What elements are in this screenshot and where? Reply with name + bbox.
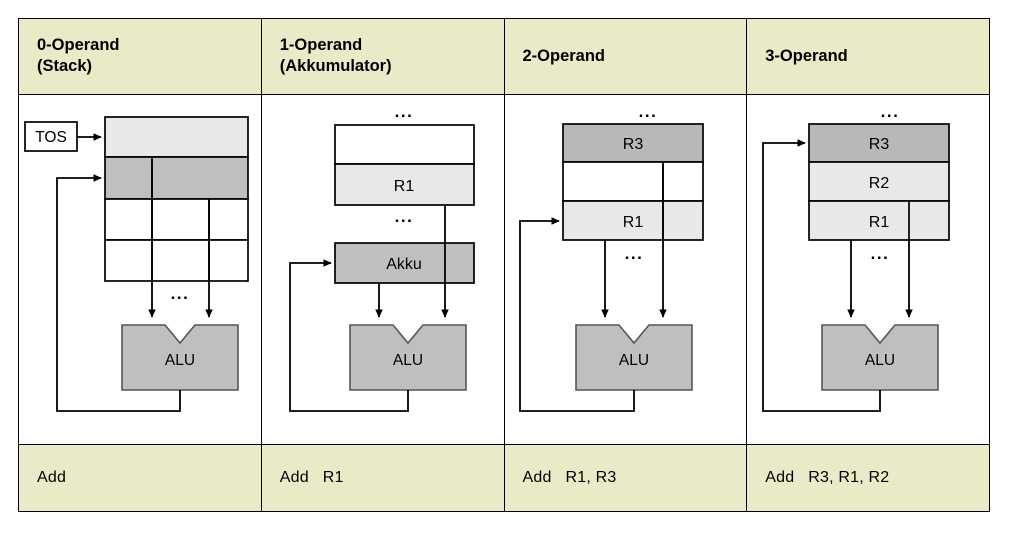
header-cell-zero-operand: 0-Operand (Stack) — [18, 18, 262, 95]
alu-shape — [348, 323, 467, 391]
register-label-r3: R3 — [622, 136, 643, 153]
register-label-r1: R1 — [869, 214, 890, 231]
header-cell-one-operand: 1-Operand (Akkumulator) — [260, 18, 505, 95]
register-cell-r3 — [561, 122, 704, 163]
tos-pointer: TOS — [24, 120, 102, 152]
instruction-cell-three-operand: Add R3, R1, R2 — [746, 443, 990, 513]
instruction-two-operand: Add R1, R3 — [522, 468, 617, 486]
operand-feed-lines — [148, 160, 213, 318]
table-diagram-row: TOS ... ALU — [18, 93, 990, 445]
tos-label: TOS — [35, 129, 67, 146]
register-cell-r1 — [808, 199, 951, 241]
column-title-three-operand: 3-Operand — [765, 46, 848, 65]
accumulator-box — [333, 241, 475, 284]
register-cell-r1 — [561, 199, 704, 241]
column-title-two-operand: 2-Operand — [522, 46, 606, 65]
writeback-path — [762, 138, 882, 412]
diagram-cell-one-operand: ... R1 ... Akku — [260, 93, 505, 445]
figure-root: 0-Operand (Stack) 1-Operand (Akkumulator… — [18, 18, 990, 513]
diagram-stage-zero-operand: TOS ... ALU — [19, 95, 261, 431]
diagram-stage-one-operand: ... R1 ... Akku — [262, 95, 504, 431]
instruction-one-operand: Add R1 — [279, 468, 344, 486]
alu-shape — [821, 323, 940, 391]
register-label-r2: R2 — [869, 175, 890, 192]
stack-cell-0 — [104, 115, 249, 158]
stack-cell-3 — [104, 238, 249, 282]
register-label-r1: R1 — [622, 214, 643, 231]
operand-format-table: 0-Operand (Stack) 1-Operand (Akkumulator… — [18, 18, 990, 513]
instruction-cell-zero-operand: Add — [18, 443, 262, 513]
registers-ellipsis-top: ... — [394, 102, 413, 121]
registers-ellipsis-bottom: ... — [394, 207, 413, 226]
alu-block: ALU — [121, 323, 239, 391]
stack-cells — [104, 115, 249, 282]
accumulator-block: Akku — [333, 241, 475, 284]
writeback-path — [56, 173, 181, 412]
register-label-r3: R3 — [869, 136, 890, 153]
writeback-path — [518, 216, 635, 412]
register-cell-blank — [561, 160, 704, 202]
instruction-three-operand: Add R3, R1, R2 — [765, 468, 890, 486]
instruction-zero-operand: Add — [37, 468, 67, 486]
operand-feed-lines — [600, 161, 667, 318]
accumulator-label: Akku — [386, 256, 422, 273]
header-cell-three-operand: 3-Operand — [746, 18, 990, 95]
instruction-cell-two-operand: Add R1, R3 — [503, 443, 748, 513]
registers-ellipsis-top: ... — [881, 102, 900, 121]
instruction-cell-one-operand: Add R1 — [260, 443, 505, 513]
stack-cell-1 — [104, 155, 249, 200]
register-file: R3 R2 R1 — [808, 122, 951, 241]
alu-shape — [574, 323, 693, 391]
table-instruction-row: Add Add R1 Add R1, R3 Add R3, R1, R2 — [18, 443, 990, 513]
alu-label: ALU — [865, 352, 895, 369]
registers-ellipsis-top: ... — [638, 102, 657, 121]
register-label-r1: R1 — [394, 178, 415, 195]
diagram-stage-two-operand: ... R3 R1 — [505, 95, 747, 431]
stack-ellipsis: ... — [171, 284, 190, 303]
diagram-cell-zero-operand: TOS ... ALU — [18, 93, 262, 445]
writeback-path — [288, 258, 409, 412]
register-cell-0 — [333, 123, 475, 165]
register-file: R3 R1 — [561, 122, 704, 241]
alu-block: ALU — [821, 323, 940, 391]
stack-cell-2 — [104, 197, 249, 241]
diagram-stage-three-operand: ... R3 R2 R1 — [747, 95, 989, 431]
column-title-one-operand: 1-Operand (Akkumulator) — [279, 35, 392, 76]
register-cell-1 — [333, 162, 475, 206]
diagram-cell-two-operand: ... R3 R1 — [503, 93, 748, 445]
alu-label: ALU — [618, 352, 648, 369]
operand-feed-lines — [847, 239, 914, 318]
register-file: R1 — [333, 123, 475, 206]
alu-shape — [121, 323, 239, 391]
header-cell-two-operand: 2-Operand — [503, 18, 748, 95]
table-header-row: 0-Operand (Stack) 1-Operand (Akkumulator… — [18, 18, 990, 95]
alu-block: ALU — [574, 323, 693, 391]
diagram-cell-three-operand: ... R3 R2 R1 — [746, 93, 990, 445]
registers-ellipsis-bottom: ... — [624, 244, 643, 263]
register-cell-r2 — [808, 160, 951, 202]
alu-label: ALU — [393, 352, 423, 369]
column-title-zero-operand: 0-Operand (Stack) — [37, 35, 120, 76]
alu-label: ALU — [165, 352, 195, 369]
alu-block: ALU — [348, 323, 467, 391]
registers-ellipsis-bottom: ... — [871, 244, 890, 263]
